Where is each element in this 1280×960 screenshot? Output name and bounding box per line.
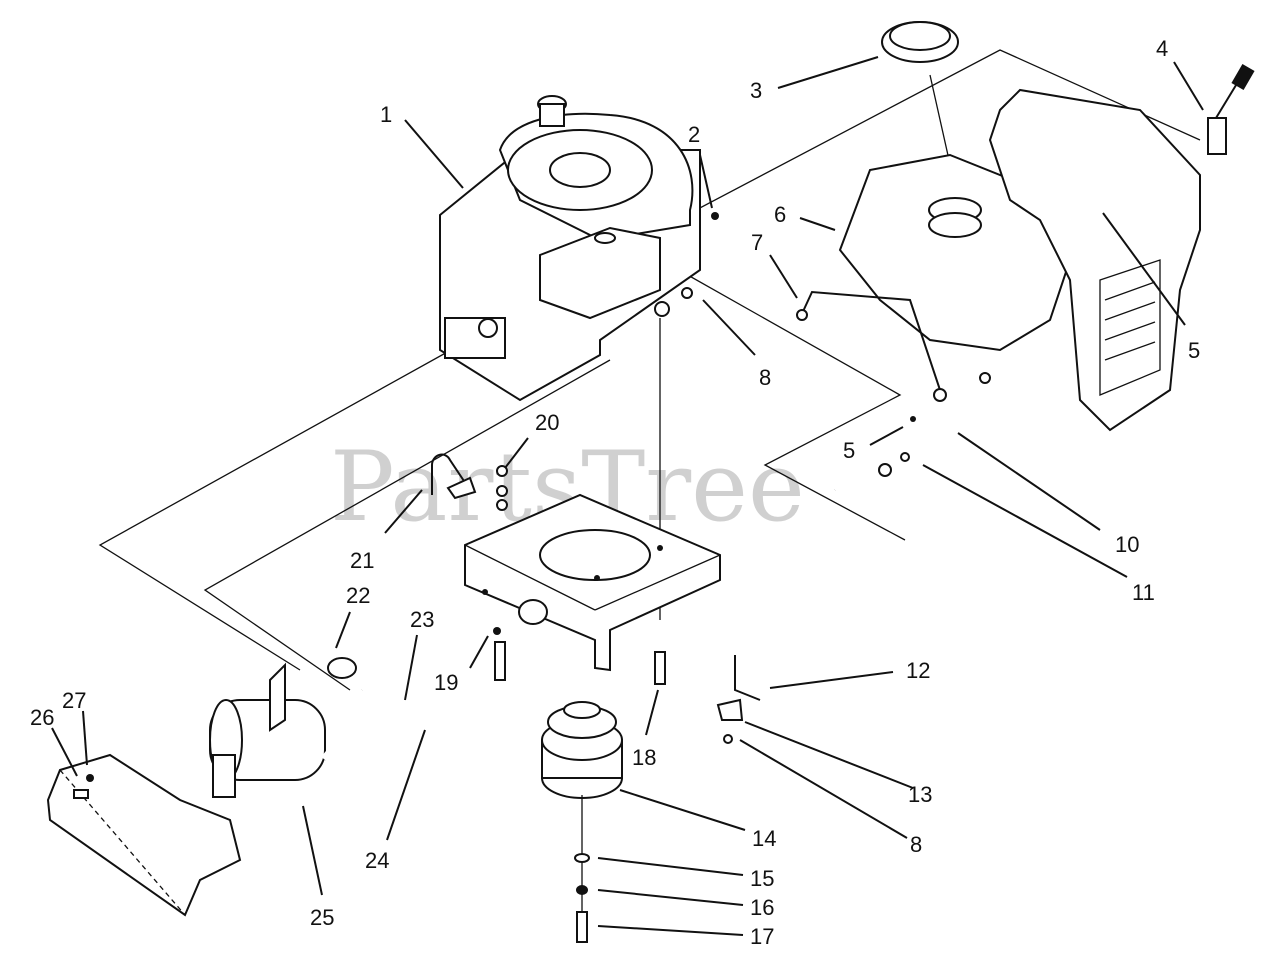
callout-18: 18: [632, 745, 656, 770]
callout-11: 11: [1132, 580, 1155, 605]
bracket: [431, 453, 477, 500]
fuel-tank: [838, 153, 1072, 352]
muffler: [209, 657, 366, 798]
callout-14: 14: [752, 826, 776, 851]
callout-13: 13: [908, 782, 932, 807]
callout-23: 23: [410, 607, 434, 632]
throttle-control: [1207, 63, 1255, 155]
engine: [439, 95, 701, 402]
fuel-line: [796, 290, 947, 402]
leader-lines: [51, 56, 1204, 936]
frame-housing: [988, 88, 1201, 432]
callout-4: 4: [1156, 36, 1168, 61]
callout-21: 21: [350, 548, 374, 573]
callout-2: 2: [688, 122, 700, 147]
lift-bracket: [716, 655, 761, 721]
callout-27: 27: [62, 688, 86, 713]
callout-10: 10: [1115, 532, 1139, 557]
callout-12: 12: [906, 658, 930, 683]
callout-16: 16: [750, 895, 774, 920]
callout-8-top: 8: [759, 365, 771, 390]
callout-8-bottom: 8: [910, 832, 922, 857]
fuel-hose: [833, 372, 992, 493]
callout-24: 24: [365, 848, 389, 873]
callout-19: 19: [434, 670, 458, 695]
hardware: [493, 212, 916, 744]
callout-15: 15: [750, 866, 774, 891]
callout-7: 7: [751, 230, 763, 255]
mount-plate: [464, 493, 721, 672]
callout-25: 25: [310, 905, 334, 930]
callout-labels: 1 2 3 4 5 6 7 8 5 20 10 21 11 22 23 12 1…: [30, 36, 1200, 949]
pulley: [541, 701, 623, 799]
callout-22: 22: [346, 583, 370, 608]
callout-5-hose: 5: [843, 438, 855, 463]
callout-26: 26: [30, 705, 54, 730]
callout-5-top: 5: [1188, 338, 1200, 363]
callout-3: 3: [750, 78, 762, 103]
heat-shield: [46, 753, 242, 917]
fasteners: [494, 641, 666, 943]
callout-6: 6: [774, 202, 786, 227]
callout-17: 17: [750, 924, 774, 949]
callout-20: 20: [535, 410, 559, 435]
callout-1: 1: [380, 102, 392, 127]
fuel-cap: [881, 21, 959, 63]
